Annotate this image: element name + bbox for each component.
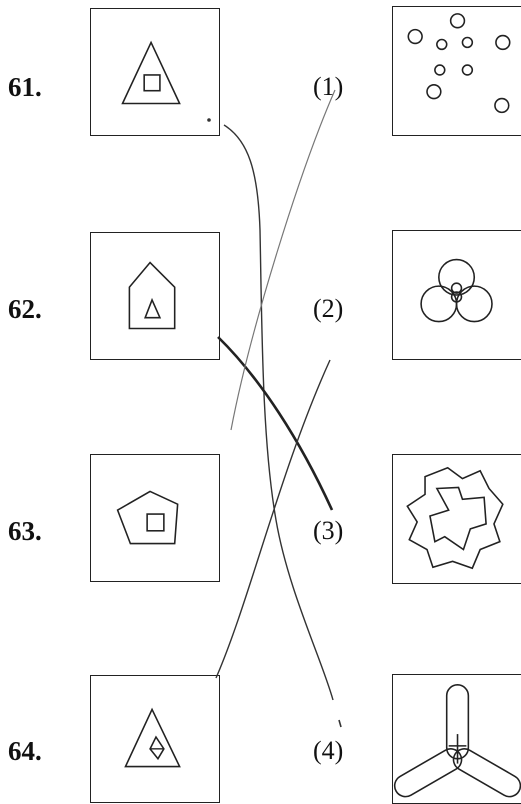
- option-figure-1: [392, 6, 521, 136]
- match-line-61: [223, 124, 334, 701]
- option-figure-3: [392, 454, 521, 584]
- house-triangle-icon: [128, 261, 176, 330]
- pentagon-square-icon: [116, 490, 179, 545]
- option-figure-2: [392, 230, 521, 360]
- match-line-62: [217, 336, 334, 511]
- clover-icon: [420, 258, 493, 323]
- circles-icon: [407, 13, 511, 114]
- star-propeller-icon: [406, 466, 504, 570]
- match-line-63: [230, 89, 336, 431]
- triangle-square-icon: [121, 40, 181, 105]
- question-number-64: 64.: [8, 736, 42, 766]
- option-figure-4: [392, 674, 521, 804]
- match-line-61-end: [338, 719, 342, 728]
- capsule-propeller-icon: [393, 684, 521, 798]
- question-figure-64: [90, 675, 220, 803]
- question-number-63: 63.: [8, 516, 42, 546]
- question-figure-61: [90, 8, 220, 136]
- question-figure-62: [90, 232, 220, 360]
- option-label-4: (4): [313, 736, 344, 765]
- question-figure-63: [90, 454, 220, 582]
- triangle-kite-icon: [124, 707, 181, 768]
- question-number-61: 61.: [8, 72, 42, 102]
- option-label-2: (2): [313, 294, 344, 323]
- question-number-62: 62.: [8, 294, 42, 324]
- option-label-3: (3): [313, 516, 344, 545]
- option-label-1: (1): [313, 72, 344, 101]
